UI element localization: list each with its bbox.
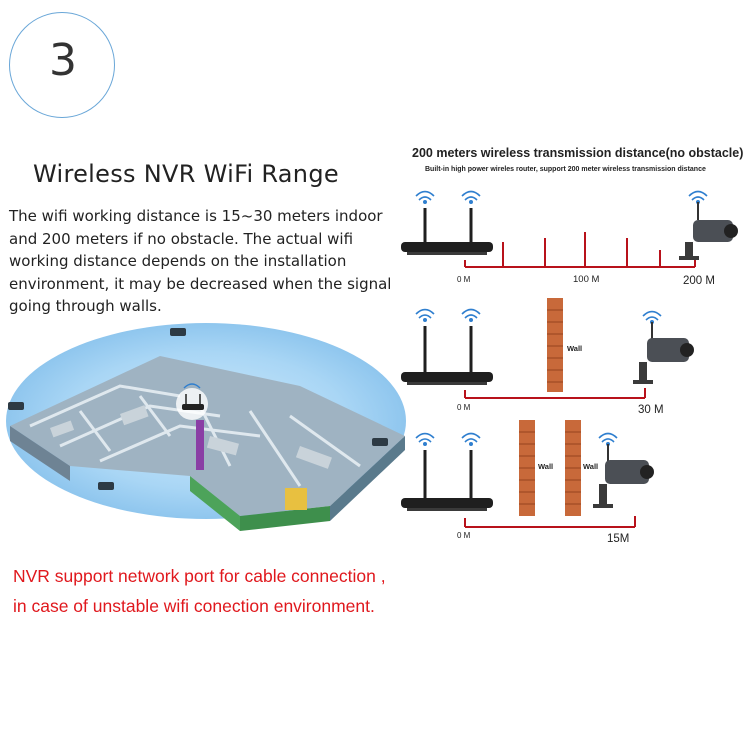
brick-wall-icon [565,420,581,516]
panel1-end-label: 200 M [683,275,715,287]
wifi-signal-icon [415,190,708,204]
panel3-end-label: 15M [607,533,629,545]
panel2-wall-label: Wall [567,344,582,353]
distance-line [464,232,696,268]
description-line: working distance depends on the installa… [9,252,347,270]
house-floorplan-illustration [6,323,406,531]
section-title: Wireless NVR WiFi Range [33,160,339,188]
ip-camera-icon [679,202,738,260]
description-line: The wifi working distance is 15~30 meter… [9,207,383,225]
panel-one-wall: Wall 0 M 30 M [401,298,694,416]
ip-camera-icon [593,444,654,508]
ip-camera-icon [633,322,694,384]
distance-line [464,516,636,528]
panel3-start-label: 0 M [457,531,471,540]
wifi-signal-icon [415,308,662,325]
wifi-range-diagram: 0 M 100 M 200 M Wall [401,190,738,545]
nvr-router-icon [401,208,493,255]
panel3-wall2-label: Wall [583,462,598,471]
panel-no-obstacle: 0 M 100 M 200 M [401,190,738,287]
cable-note-line1: NVR support network port for cable conne… [13,566,386,586]
step-number: 3 [49,35,77,86]
diagram-subtitle: Built-in high power wireles router, supp… [425,166,706,173]
cable-note-line2: in case of unstable wifi conection envir… [13,596,375,616]
diagram-title: 200 meters wireless transmission distanc… [412,146,744,160]
panel2-end-label: 30 M [638,404,664,416]
description: The wifi working distance is 15~30 meter… [9,205,399,318]
description-line: and 200 meters if no obstacle. The actua… [9,229,354,248]
description-line: environment, it may be decreased when th… [9,274,392,293]
wifi-signal-icon [415,432,618,446]
panel3-wall1-label: Wall [538,462,553,471]
nvr-router-icon [176,383,208,420]
panel1-start-label: 0 M [457,275,471,284]
distance-line [464,388,646,399]
step-badge: 3 [9,12,115,118]
nvr-router-icon [401,326,493,385]
panel-two-walls: Wall Wall 0 M 15M [401,420,654,545]
panel2-start-label: 0 M [457,403,471,412]
brick-wall-icon [519,420,535,516]
nvr-router-icon [401,450,493,511]
description-line: going through walls. [9,297,162,315]
brick-wall-icon [547,298,563,392]
panel1-mid-label: 100 M [573,274,599,285]
